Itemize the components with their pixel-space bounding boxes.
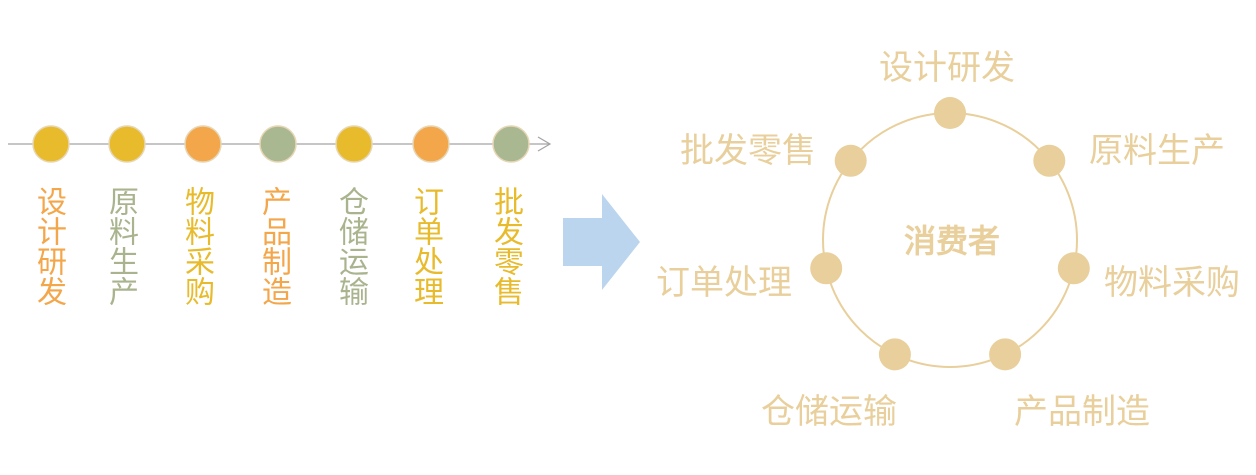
timeline-label-2: 原料生产	[103, 186, 138, 306]
timeline-label-6: 订单处理	[408, 186, 443, 306]
timeline-label-4: 产品制造	[256, 186, 291, 306]
cycle-node-label-6: 订单处理	[656, 263, 792, 303]
timeline-dot-7	[492, 125, 530, 163]
timeline-dot-4	[259, 125, 297, 163]
timeline-dot-5	[335, 125, 373, 163]
cycle-node-dot-4	[989, 338, 1022, 371]
cycle-node-dot-7	[834, 144, 867, 177]
timeline-label-5: 仓储运输	[333, 186, 368, 306]
timeline-label-1: 设计研发	[31, 186, 66, 306]
timeline-dot-6	[412, 125, 450, 163]
timeline-dot-3	[184, 125, 222, 163]
cycle-node-dot-6	[810, 252, 843, 285]
cycle-node-label-4: 产品制造	[1014, 392, 1150, 432]
timeline-arrowhead	[537, 136, 552, 152]
cycle-node-dot-5	[878, 338, 911, 371]
cycle-node-dot-2	[1033, 144, 1066, 177]
timeline-dot-1	[32, 125, 70, 163]
timeline-label-7: 批发零售	[488, 186, 523, 306]
cycle-node-label-2: 原料生产	[1089, 131, 1225, 171]
cycle-node-dot-1	[934, 97, 966, 129]
timeline-label-3: 物料采购	[179, 186, 214, 306]
cycle-center-label: 消费者	[903, 222, 1000, 260]
cycle-node-label-7: 批发零售	[680, 131, 816, 171]
cycle-node-label-1: 设计研发	[879, 48, 1015, 88]
transition-arrow	[563, 194, 640, 290]
cycle-node-dot-3	[1057, 252, 1090, 285]
cycle-node-label-5: 仓储运输	[761, 392, 897, 432]
cycle-node-label-3: 物料采购	[1104, 263, 1240, 303]
timeline-dot-2	[108, 125, 146, 163]
